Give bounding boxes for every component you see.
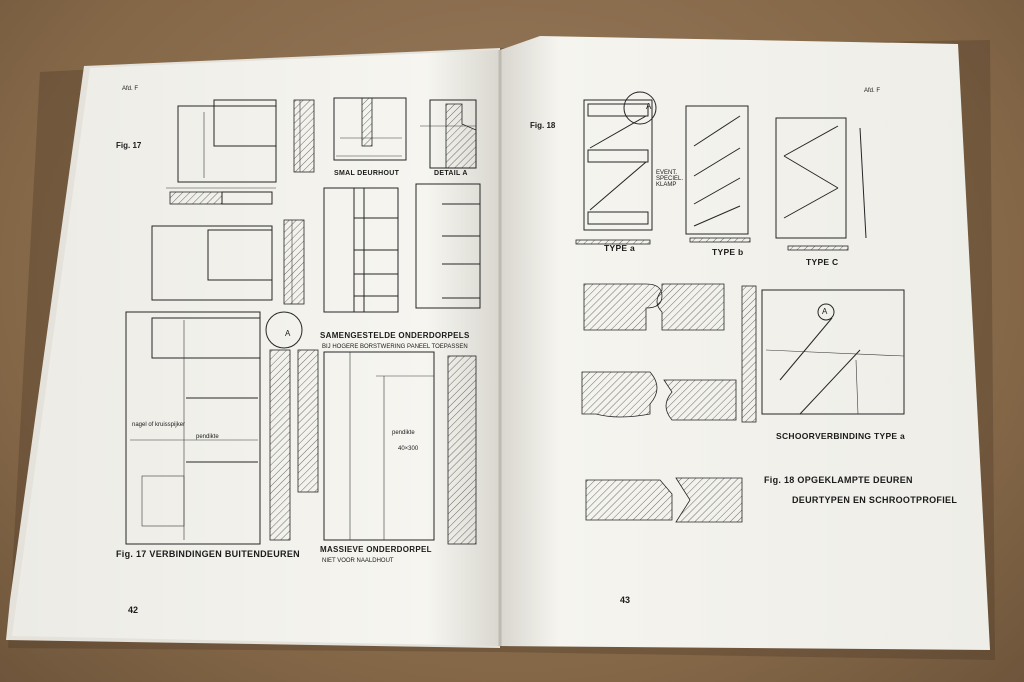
fig18-caption-line1: Fig. 18 OPGEKLAMPTE DEUREN <box>764 476 913 485</box>
schoor-circle-a: A <box>822 307 828 316</box>
schoorverbinding-drawing <box>741 285 905 423</box>
left-page-number: 42 <box>128 605 139 615</box>
fig17-caption-number: Fig. 17 <box>116 549 147 559</box>
fig18-caption-line2: DEURTYPEN EN SCHROOTPROFIEL <box>792 495 958 505</box>
type-b-label: TYPE b <box>712 247 744 257</box>
fig17-caption-title: VERBINDINGEN BUITENDEUREN <box>149 549 300 559</box>
massieve-title: MASSIEVE ONDERDORPEL <box>320 545 432 554</box>
fig18-caption-number: Fig. 18 <box>764 475 795 485</box>
schroot-profiles <box>581 283 743 523</box>
right-page-number: 43 <box>620 595 631 605</box>
fig17-joint-top <box>166 99 315 205</box>
type-c-label: TYPE C <box>806 257 839 267</box>
schoorverbinding-label: SCHOORVERBINDING TYPE a <box>776 431 906 441</box>
fig17-joint-middle <box>151 219 305 305</box>
massieve-drawing <box>323 351 477 545</box>
door-type-c <box>775 117 867 251</box>
type-a-label: TYPE a <box>604 243 636 253</box>
detail-a-drawing <box>420 99 477 169</box>
right-fig-label: Fig. 18 <box>530 121 556 130</box>
left-fig-label: Fig. 17 <box>116 141 142 150</box>
left-page <box>12 50 500 646</box>
fig18-caption-title: OPGEKLAMPTE DEUREN <box>797 475 913 485</box>
massieve-subtitle: NIET VOOR NAALDHOUT <box>322 558 394 564</box>
door-type-a <box>575 91 657 245</box>
event-speciel-klamp-label: EVENT. SPECIEL. KLAMP <box>656 170 684 188</box>
left-circle-a: A <box>285 329 291 338</box>
samengestelde-subtitle: BIJ HOGERE BORSTWERING PANEEL TOEPASSEN <box>322 344 468 350</box>
pendikte-label: pendikte <box>196 434 219 440</box>
smal-deurhout-label: SMAL DEURHOUT <box>334 170 400 177</box>
left-header-tag: Afd. F <box>122 86 139 92</box>
right-circle-a: A <box>646 102 652 111</box>
samengestelde-drawing <box>323 183 481 313</box>
nagel-label: nagel of kruisspijker <box>132 422 186 428</box>
fig17-joint-bottom <box>125 311 319 545</box>
size-label: 40×300 <box>398 446 419 452</box>
samengestelde-title: SAMENGESTELDE ONDERDORPELS <box>320 331 470 340</box>
right-header-tag: Afd. F <box>864 88 881 94</box>
door-type-b <box>685 105 751 243</box>
fig17-caption: Fig. 17 VERBINDINGEN BUITENDEUREN <box>116 550 300 559</box>
pendikte-label-2: pendikte <box>392 430 415 436</box>
smal-deurhout-drawing <box>333 97 407 161</box>
detail-a-label: DETAIL A <box>434 170 468 177</box>
